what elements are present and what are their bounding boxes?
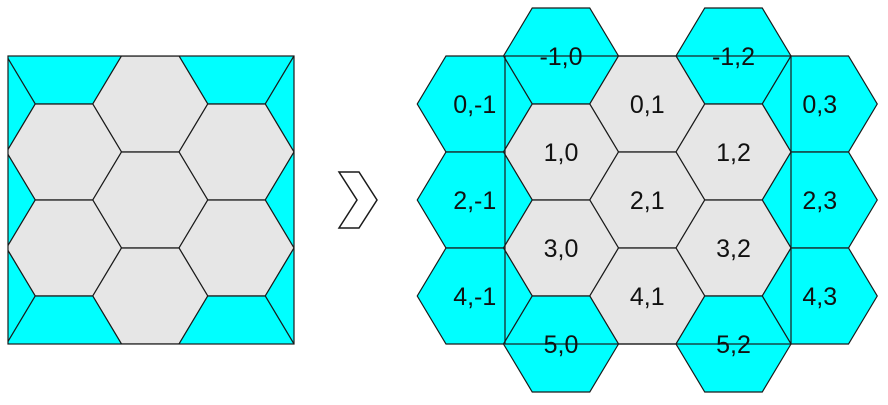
- hex-label: 0,3: [802, 91, 837, 119]
- left-tiling: [7, 55, 295, 345]
- hex-label: -1,2: [712, 43, 755, 71]
- chevron-right-icon: [337, 171, 378, 229]
- left-hex-cell-16: [178, 295, 294, 344]
- left-frame: [7, 55, 295, 345]
- right-tiling: -1,0 -1,2 0,-1 0,1 0,3 1,0 1,2 2,-1 2,1 2,3 3,0 3,2…: [416, 7, 878, 393]
- hex-label: 3,0: [544, 235, 579, 263]
- left-hex-grid: [8, 56, 294, 344]
- hex-label: -1,0: [539, 43, 582, 71]
- left-hex-cell-15: [8, 295, 123, 344]
- hex-label: 0,-1: [453, 91, 496, 119]
- hex-label: 2,1: [630, 187, 665, 215]
- hex-label: 4,3: [802, 283, 837, 311]
- hex-label: 4,-1: [453, 283, 496, 311]
- hex-label: 3,2: [716, 235, 751, 263]
- left-hex-cell-7: [8, 153, 36, 247]
- hex-label: 4,1: [630, 283, 665, 311]
- hex-label: 2,-1: [453, 187, 496, 215]
- hex-label: 5,2: [716, 331, 751, 359]
- hex-label: 1,0: [544, 139, 579, 167]
- left-hex-cell-2: [8, 57, 36, 151]
- right-frame: [504, 55, 792, 345]
- right-labels: -1,0 -1,2 0,-1 0,1 0,3 1,0 1,2 2,-1 2,1 2,3 3,0 3,2…: [453, 43, 837, 359]
- hex-label: 5,0: [544, 331, 579, 359]
- hex-label: 1,2: [716, 139, 751, 167]
- left-hex-cell-12: [8, 249, 36, 343]
- hex-label: 2,3: [802, 187, 837, 215]
- hex-label: 0,1: [630, 91, 665, 119]
